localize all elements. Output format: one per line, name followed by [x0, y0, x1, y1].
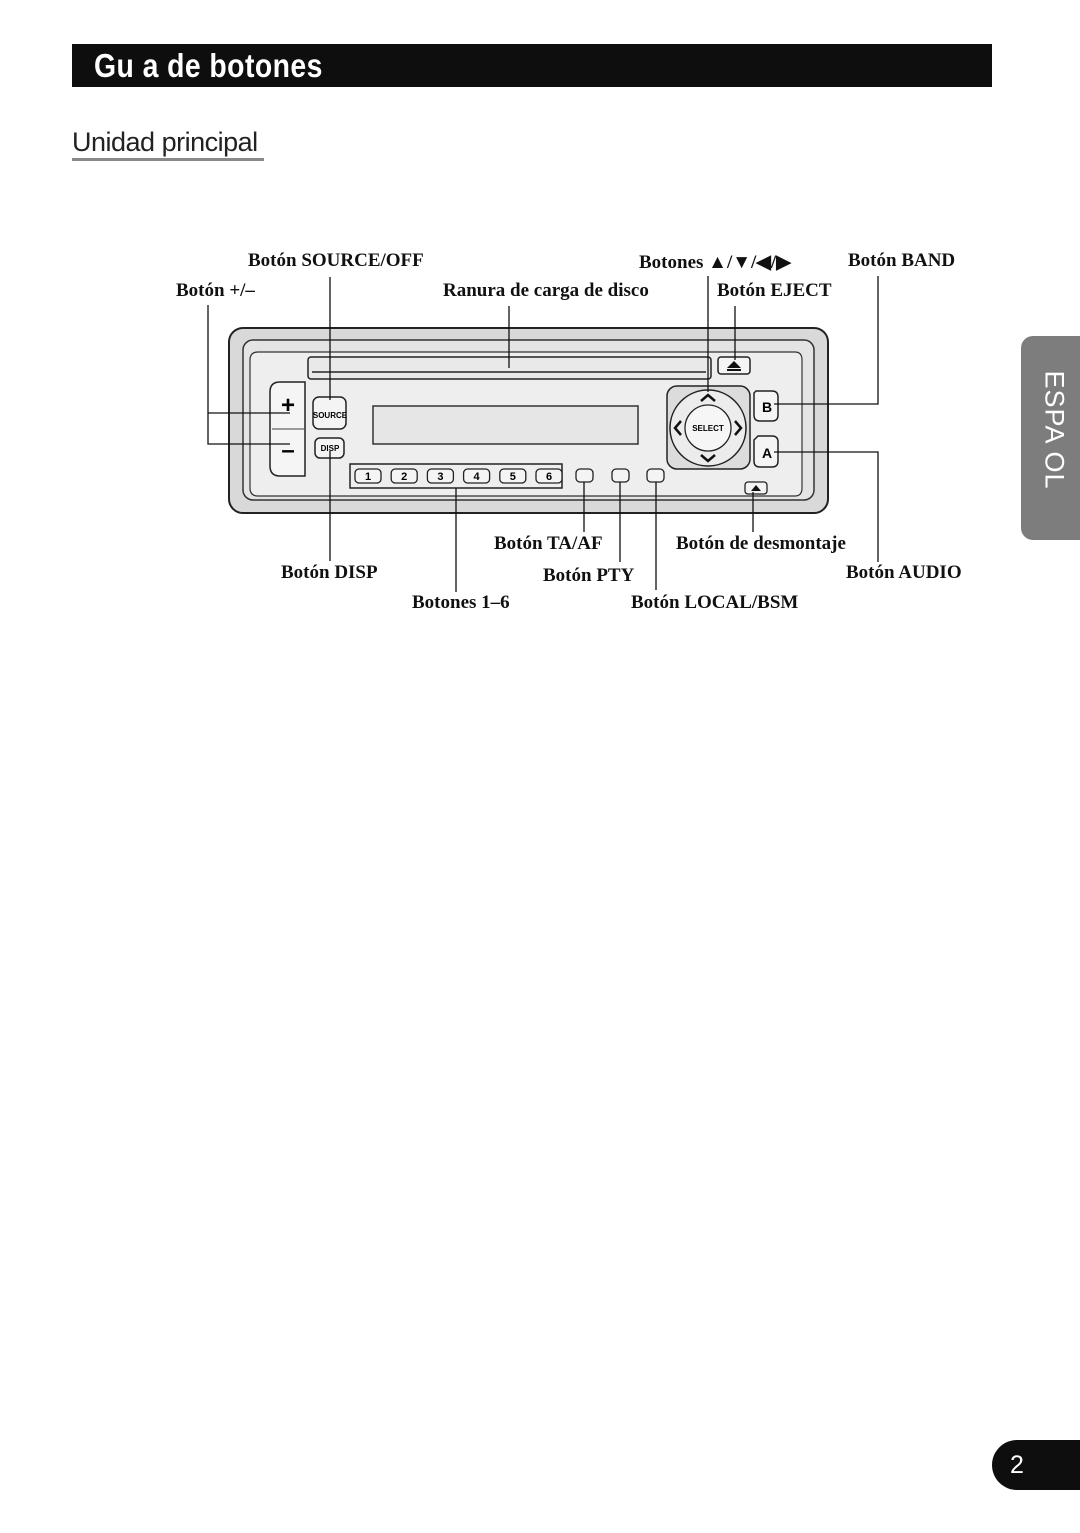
- display-window: [372, 405, 639, 445]
- label-source-off: Botón SOURCE/OFF: [248, 250, 424, 271]
- title-bar: Gu a de botones: [72, 44, 992, 87]
- preset-button-3: [426, 468, 455, 484]
- disp-key-label: DISP: [321, 444, 340, 453]
- preset-button-5: [499, 468, 527, 484]
- eject-icon: [727, 361, 741, 368]
- label-audio: Botón AUDIO: [846, 562, 962, 583]
- label-presets: Botones 1–6: [412, 592, 510, 613]
- band-key-label: B: [762, 399, 772, 415]
- page-number-badge: [992, 1440, 1080, 1490]
- down-arrow-icon: [700, 454, 716, 463]
- preset-label-3: 3: [437, 471, 443, 483]
- label-ta-af: Botón TA/AF: [494, 533, 603, 554]
- preset-label-4: 4: [474, 471, 481, 483]
- leader-lines: [207, 276, 879, 592]
- preset-button-1: [354, 468, 382, 484]
- label-disc-slot: Ranura de carga de disco: [443, 280, 649, 301]
- select-key-label: SELECT: [692, 424, 724, 433]
- ta-af-button: [575, 468, 594, 483]
- label-detach: Botón de desmontaje: [676, 533, 846, 554]
- page-title: Gu a de botones: [94, 47, 323, 84]
- preset-buttons: 1 2 3 4 5 6: [354, 468, 563, 484]
- label-pty: Botón PTY: [543, 565, 635, 586]
- band-button: [753, 390, 779, 422]
- audio-button: [753, 435, 779, 468]
- label-local-bsm: Botón LOCAL/BSM: [631, 592, 799, 613]
- left-arrow-icon: [673, 420, 682, 436]
- label-band: Botón BAND: [848, 250, 956, 271]
- audio-key-label: A: [762, 445, 772, 461]
- section-subtitle: Unidad principal: [72, 127, 258, 157]
- label-plus-minus: Botón +/–: [176, 280, 255, 301]
- label-disp: Botón DISP: [281, 562, 378, 583]
- language-tab: [1021, 336, 1080, 540]
- source-key-label: SOURCE: [313, 411, 348, 420]
- preset-label-2: 2: [401, 471, 407, 483]
- preset-button-2: [390, 468, 418, 484]
- preset-label-1: 1: [365, 471, 371, 483]
- plus-symbol: +: [281, 392, 295, 419]
- page-number: 2: [1010, 1451, 1024, 1479]
- local-bsm-button: [646, 468, 665, 483]
- detach-icon: [751, 485, 761, 491]
- label-eject: Botón EJECT: [717, 280, 832, 301]
- preset-label-6: 6: [546, 471, 552, 483]
- preset-button-6: [535, 468, 563, 484]
- pty-button: [611, 468, 630, 483]
- preset-label-5: 5: [510, 471, 516, 483]
- preset-button-4: [462, 468, 491, 484]
- minus-symbol: –: [281, 437, 294, 464]
- up-arrow-icon: [700, 393, 716, 402]
- label-arrow-buttons: Botones ▲/▼/◀/▶: [639, 252, 791, 273]
- subtitle-underline: [72, 158, 264, 161]
- right-arrow-icon: [734, 420, 743, 436]
- select-button: [684, 404, 732, 452]
